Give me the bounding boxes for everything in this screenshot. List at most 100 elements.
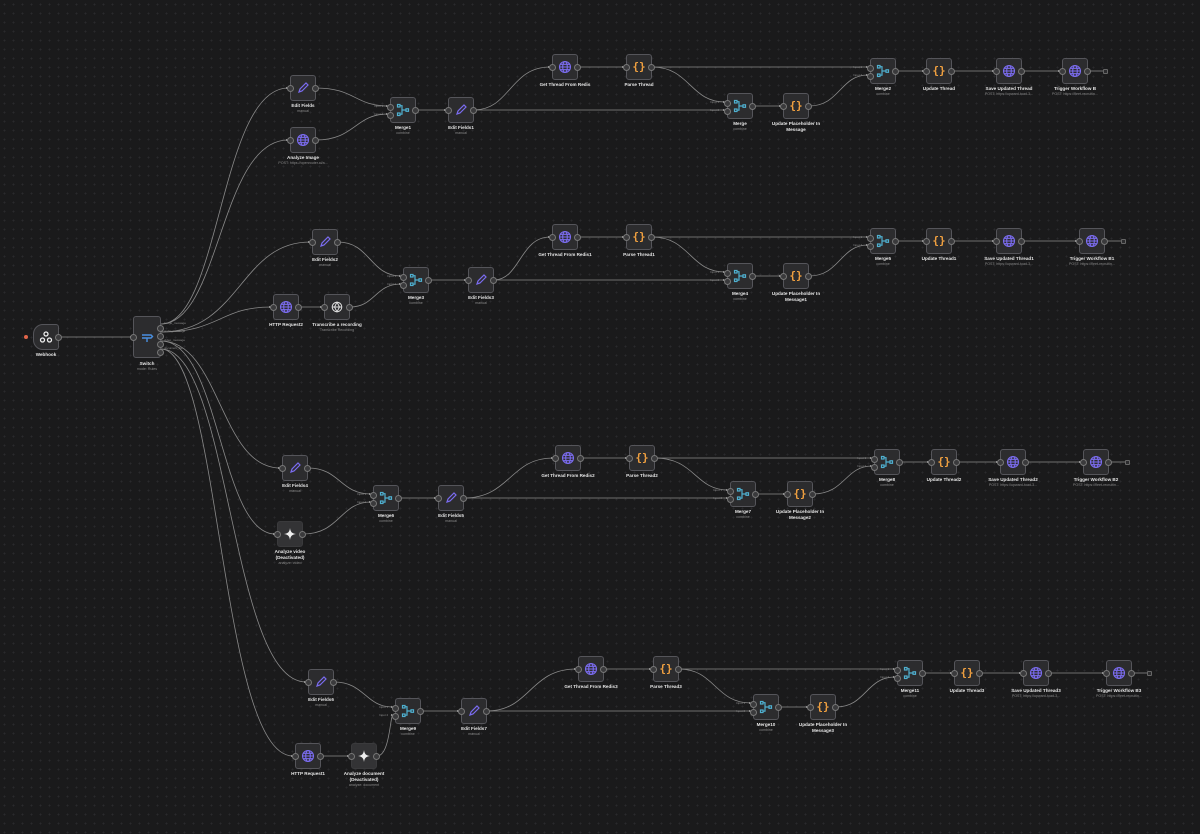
port-label: Input 1 <box>357 492 367 496</box>
merge-node[interactable] <box>400 267 432 293</box>
braces-icon: {} <box>932 234 946 247</box>
update-placeholder-node[interactable]: {} <box>807 694 839 720</box>
update-thread-node[interactable]: {} <box>923 58 955 84</box>
merge-node[interactable] <box>724 263 756 289</box>
get-thread-node[interactable] <box>549 54 581 80</box>
update-placeholder-node[interactable]: {} <box>780 263 812 289</box>
edit-fields-node[interactable] <box>458 698 490 724</box>
braces-icon: {} <box>816 700 830 713</box>
trigger-workflow-node[interactable] <box>1080 449 1112 475</box>
get-thread-node[interactable] <box>549 224 581 250</box>
globe-icon <box>561 451 575 465</box>
add-node-button[interactable] <box>1121 239 1126 244</box>
analyze-document-node[interactable] <box>348 743 380 769</box>
node-label: Get Thread From Redis <box>539 82 591 87</box>
port-label: Input 1 <box>387 274 397 278</box>
parse-thread-node[interactable]: {} <box>626 445 658 471</box>
braces-icon: {} <box>632 60 646 73</box>
port-label: Input 1 <box>853 65 863 69</box>
pencil-icon <box>446 492 457 503</box>
merge-icon <box>409 273 423 287</box>
node-label: Parse Thread3 <box>650 684 682 689</box>
analyze-image-node[interactable] <box>287 127 319 153</box>
merge-icon <box>759 700 773 714</box>
globe-icon <box>296 133 310 147</box>
trigger-workflow-node[interactable] <box>1076 228 1108 254</box>
gemini-icon <box>284 528 296 540</box>
merge-icon <box>401 704 415 718</box>
merge-icon <box>733 99 747 113</box>
save-thread-node[interactable] <box>993 228 1025 254</box>
parse-thread-node[interactable]: {} <box>623 224 655 250</box>
port-label: Input 2 <box>880 675 890 679</box>
port-label: Input 1 <box>880 667 890 671</box>
node-label: Parse Thread2 <box>626 473 658 478</box>
edit-fields-node[interactable] <box>279 455 311 481</box>
node-label: Update Thread2 <box>926 477 962 482</box>
trigger-workflow-node[interactable] <box>1059 58 1091 84</box>
globe-icon <box>584 662 598 676</box>
get-thread-node[interactable] <box>552 445 584 471</box>
switch-node[interactable] <box>130 316 164 358</box>
update-thread-node[interactable]: {} <box>923 228 955 254</box>
port-label: Input 2 <box>379 713 389 717</box>
update-thread-node[interactable]: {} <box>951 660 983 686</box>
http-request-node[interactable] <box>292 743 324 769</box>
save-thread-node[interactable] <box>997 449 1029 475</box>
merge-node[interactable] <box>724 93 756 119</box>
update-thread-node[interactable]: {} <box>928 449 960 475</box>
edit-fields-node[interactable] <box>305 669 337 695</box>
webhook-node[interactable] <box>33 324 62 350</box>
merge-node[interactable] <box>894 660 926 686</box>
edit-fields-node[interactable] <box>445 97 477 123</box>
edit-fields-node[interactable] <box>465 267 497 293</box>
add-node-button[interactable] <box>1125 460 1130 465</box>
port-label: Input 1 <box>713 488 723 492</box>
merge-node[interactable] <box>867 228 899 254</box>
merge-node[interactable] <box>867 58 899 84</box>
parse-thread-node[interactable]: {} <box>623 54 655 80</box>
port-label: Input 2 <box>713 496 723 500</box>
merge-node[interactable] <box>387 97 419 123</box>
transcribe-node[interactable] <box>321 294 353 320</box>
merge-node[interactable] <box>370 485 402 511</box>
add-node-button[interactable] <box>1147 671 1152 676</box>
globe-icon <box>1085 234 1099 248</box>
parse-thread-node[interactable]: {} <box>650 656 682 682</box>
globe-icon <box>279 300 293 314</box>
edit-fields-node[interactable] <box>287 75 319 101</box>
node-label: HTTP Request2 <box>269 322 303 327</box>
http-request-node[interactable] <box>270 294 302 320</box>
analyze-video-node[interactable] <box>274 521 306 547</box>
edit-fields-node[interactable] <box>309 229 341 255</box>
globe-icon <box>301 749 315 763</box>
get-thread-node[interactable] <box>575 656 607 682</box>
merge-node[interactable] <box>750 694 782 720</box>
merge-node[interactable] <box>727 481 759 507</box>
add-node-button[interactable] <box>1103 69 1108 74</box>
save-thread-node[interactable] <box>993 58 1025 84</box>
edit-fields-node[interactable] <box>435 485 467 511</box>
save-thread-node[interactable] <box>1020 660 1052 686</box>
globe-icon <box>558 60 572 74</box>
globe-icon <box>1002 64 1016 78</box>
update-placeholder-node[interactable]: {} <box>784 481 816 507</box>
merge-icon <box>903 666 917 680</box>
merge-icon <box>733 269 747 283</box>
trigger-workflow-node[interactable] <box>1103 660 1135 686</box>
merge-icon <box>379 491 393 505</box>
merge-node[interactable] <box>392 698 424 724</box>
merge-node[interactable] <box>871 449 903 475</box>
update-placeholder-node[interactable]: {} <box>780 93 812 119</box>
